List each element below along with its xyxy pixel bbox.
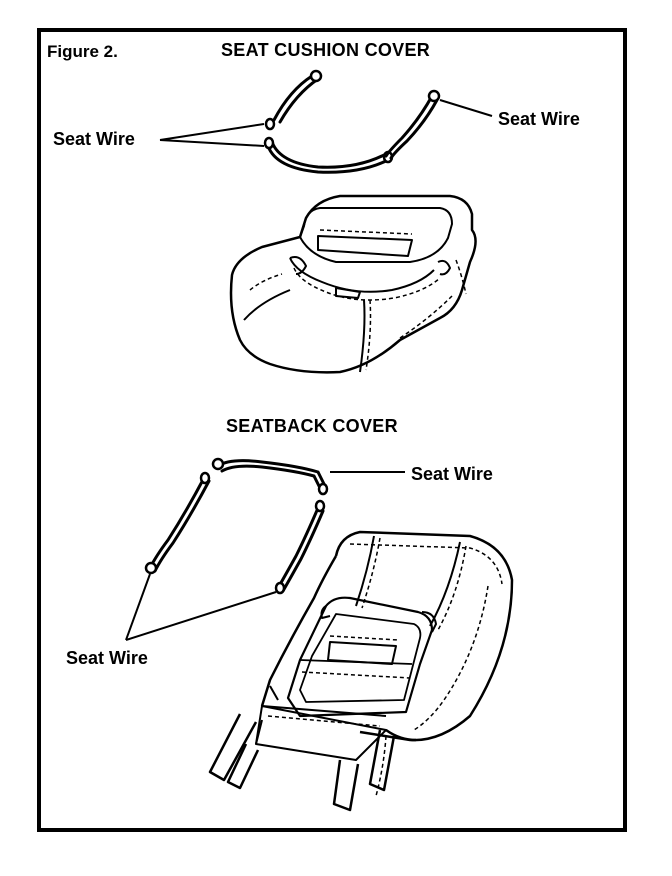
seatback-wire-right	[276, 501, 324, 593]
label-cushion-wire-right: Seat Wire	[498, 109, 580, 129]
section-title-seatback: SEATBACK COVER	[226, 416, 398, 436]
label-seatback-wire-left: Seat Wire	[66, 648, 148, 668]
cushion-leaders	[160, 100, 492, 146]
label-cushion-wire-left: Seat Wire	[53, 129, 135, 149]
cushion-wire-center	[265, 138, 392, 172]
cushion-wire-right	[386, 91, 439, 158]
figure-frame	[37, 28, 627, 832]
seatback-wire-top	[213, 459, 327, 494]
label-seatback-wire-top: Seat Wire	[411, 464, 493, 484]
seatback-illustration	[210, 532, 512, 810]
seat-cushion-illustration	[231, 196, 476, 372]
figure-label: Figure 2.	[47, 42, 118, 61]
seatback-wire-left	[146, 473, 209, 573]
cushion-wire-left-top	[266, 71, 321, 129]
seatback-leaders	[126, 472, 405, 640]
section-title-seat-cushion: SEAT CUSHION COVER	[221, 40, 431, 60]
